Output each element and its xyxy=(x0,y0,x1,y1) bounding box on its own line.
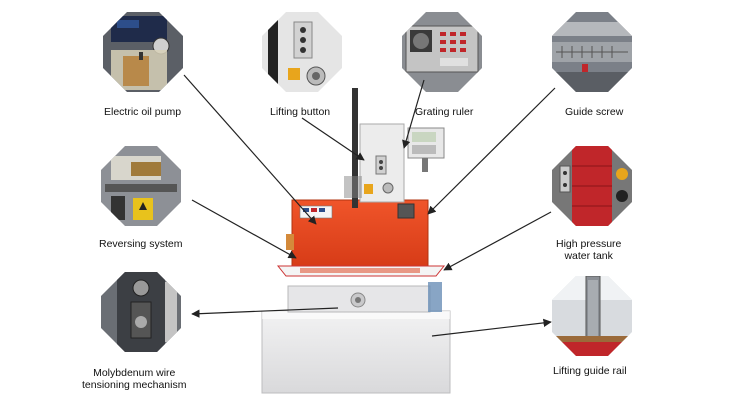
label-grating-ruler: Grating ruler xyxy=(415,106,474,118)
arrow-guide-screw xyxy=(427,87,556,215)
arrow-lifting-button xyxy=(301,117,365,161)
machine-worktable xyxy=(287,282,442,313)
label-molybdenum-wire-tensioning: Molybdenum wire tensioning mechanism xyxy=(82,367,187,391)
machine-base-cabinet xyxy=(261,310,451,394)
machine-upper-head xyxy=(344,88,405,208)
label-electric-oil-pump: Electric oil pump xyxy=(104,106,182,118)
photo-high-pressure-water-tank xyxy=(552,146,632,226)
label-lifting-button: Lifting button xyxy=(270,106,331,118)
machine-display-panel xyxy=(407,127,445,172)
machine-work-tray xyxy=(276,265,446,277)
photo-electric-oil-pump xyxy=(103,12,183,92)
label-guide-screw: Guide screw xyxy=(565,106,624,118)
photo-reversing-system xyxy=(101,146,181,226)
photo-molybdenum-wire-tensioning xyxy=(101,272,181,352)
arrow-lifting-guide-rail xyxy=(431,318,552,337)
arrow-electric-oil-pump xyxy=(183,74,317,225)
label-high-pressure-water-tank: High pressure water tank xyxy=(556,238,622,262)
photo-lifting-button xyxy=(262,12,342,92)
arrow-grating-ruler xyxy=(402,79,425,149)
label-lifting-guide-rail: Lifting guide rail xyxy=(553,365,627,377)
photo-grating-ruler xyxy=(402,12,482,92)
arrow-molybdenum-wire-tensioning xyxy=(191,307,339,318)
photo-guide-screw xyxy=(552,12,632,92)
arrow-high-pressure-water-tank xyxy=(443,211,552,271)
label-reversing-system: Reversing system xyxy=(99,238,183,250)
arrow-reversing-system xyxy=(191,199,297,259)
